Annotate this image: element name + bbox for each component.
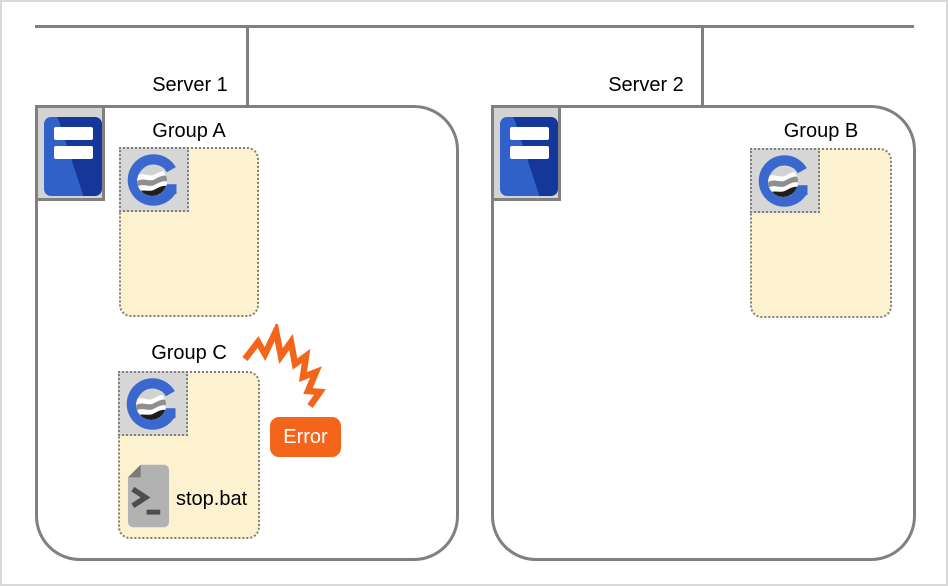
server-drive-slot — [510, 146, 549, 159]
server-tower-body — [500, 117, 558, 196]
server-tower-icon — [35, 105, 105, 201]
server1-label: Server 1 — [152, 74, 228, 96]
top-connector-line — [35, 25, 914, 28]
error-badge-label: Error — [283, 425, 328, 448]
batch-file-terminal-icon — [127, 464, 170, 528]
group-b-label: Group B — [783, 120, 859, 142]
batch-file-label: stop.bat — [176, 488, 248, 510]
server-tower-body — [44, 117, 102, 196]
error-status-badge: Error — [270, 417, 341, 457]
server1-drop-line — [246, 25, 249, 105]
group-a-label: Group A — [152, 120, 226, 142]
server-drive-slot — [54, 127, 93, 140]
spark-icon — [242, 324, 326, 408]
server2-label: Server 2 — [608, 74, 684, 96]
g-logo-glyph — [122, 150, 186, 210]
server2-drop-line — [701, 25, 704, 105]
g-logo-glyph — [121, 374, 185, 434]
g-logo-icon — [119, 147, 189, 212]
group-c-label: Group C — [151, 342, 227, 364]
group-b-box — [750, 148, 892, 318]
g-logo-glyph — [753, 151, 817, 211]
server-tower-icon — [491, 105, 561, 201]
g-logo-icon — [750, 148, 820, 213]
server-drive-slot — [54, 146, 93, 159]
server-drive-slot — [510, 127, 549, 140]
g-logo-icon — [118, 371, 188, 436]
